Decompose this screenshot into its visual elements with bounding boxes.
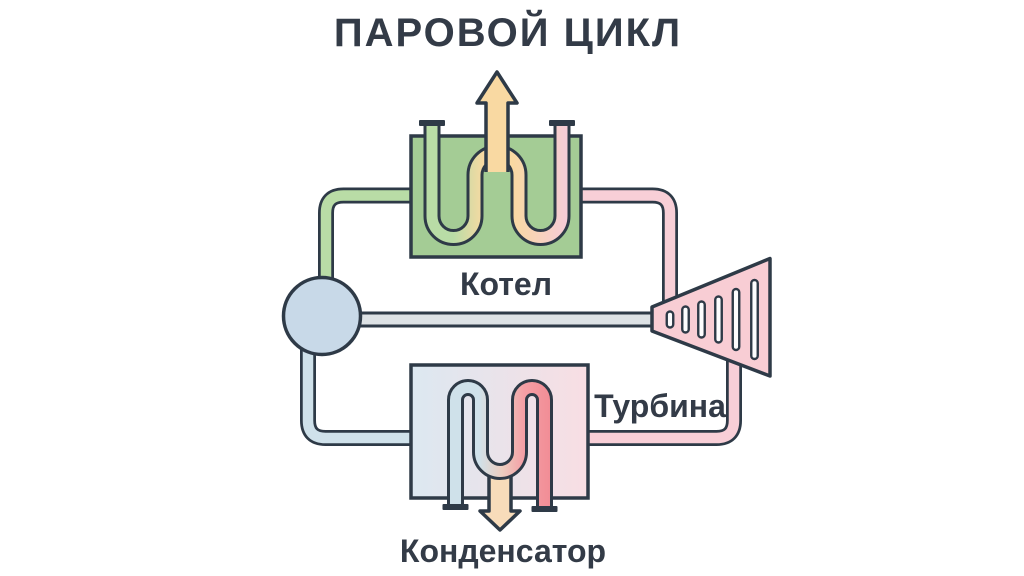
turbine-label: Турбина: [594, 388, 726, 424]
condenser-label: Конденсатор: [400, 533, 606, 569]
condenser-tube-cap: [442, 504, 469, 510]
turbine-slot: [731, 287, 741, 352]
condensate-pipe: [300, 342, 416, 446]
pump: [281, 275, 363, 357]
condenser-coil: [447, 379, 553, 508]
heat-out-arrow: [478, 468, 522, 532]
turbine: [650, 256, 772, 378]
turbine-slot: [714, 295, 723, 344]
boiler-label: Котел: [460, 266, 552, 302]
turbine-slot: [665, 310, 675, 329]
exhaust-pipe: [584, 352, 742, 446]
boiler: [409, 70, 583, 259]
turbine-slot: [750, 278, 759, 361]
steam-up-arrow: [475, 70, 519, 172]
pipes: [300, 187, 742, 446]
condenser: [409, 363, 590, 532]
turbine-body: [650, 256, 772, 378]
boiler-tube-cap: [419, 120, 445, 126]
turbine-slot: [681, 305, 690, 334]
turbine-slot: [697, 300, 706, 339]
condenser-tube-cap: [531, 506, 558, 512]
turbine-blade-slots: [665, 278, 759, 361]
boiler-tube-cap: [549, 120, 575, 126]
steam-pipe: [576, 187, 678, 303]
feedwater-pipe: [318, 187, 416, 292]
page-title: ПАРОВОЙ ЦИКЛ: [334, 9, 682, 55]
